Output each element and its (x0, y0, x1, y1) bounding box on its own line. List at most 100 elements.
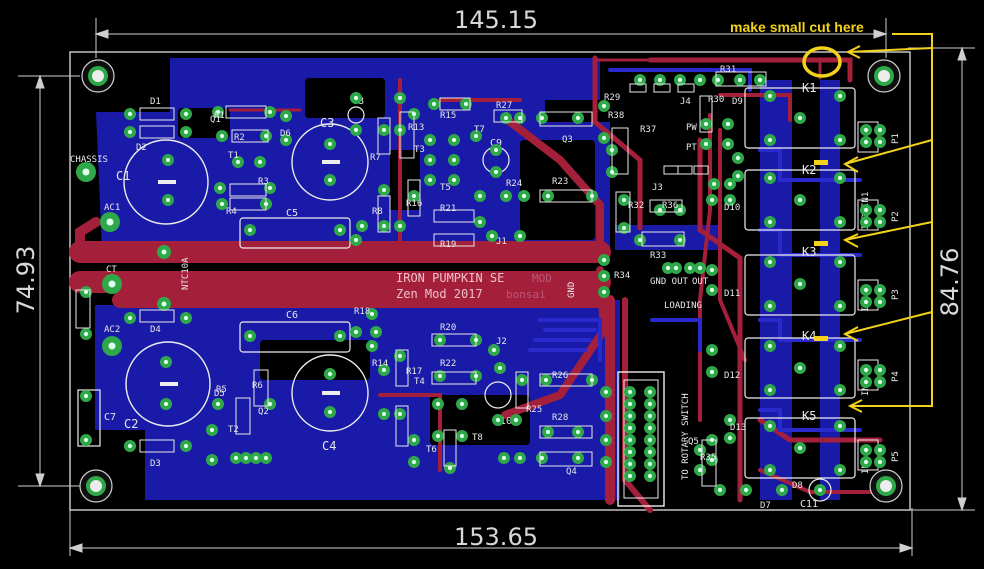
component-body (699, 95, 713, 133)
component-body (649, 199, 683, 213)
pad-hole (687, 265, 693, 271)
cut-annotation: make small cut here (730, 19, 933, 413)
pad-hole (637, 237, 643, 243)
pad-hole (703, 141, 709, 147)
pad-hole (435, 401, 441, 407)
pad-hole (397, 95, 403, 101)
transistor-label-t5: T5 (440, 183, 451, 193)
pad-hole (411, 193, 417, 199)
pad-hole (381, 187, 387, 193)
pad-hole (353, 127, 359, 133)
component-body (493, 109, 523, 123)
relay-label-k1: K1 (802, 81, 816, 95)
pad-hole (837, 175, 843, 181)
cap-label-c9: C9 (490, 138, 502, 149)
relay-labels: K1 K2 K3 K4 K5 (802, 81, 816, 423)
mounting-holes (79, 59, 903, 503)
out-label: OUT (692, 277, 709, 287)
component-body (395, 405, 409, 447)
pad-hole (877, 447, 883, 453)
pad-hole (539, 455, 545, 461)
pad-hole (627, 425, 633, 431)
relay-label-k4: K4 (802, 329, 816, 343)
pad-hole (779, 487, 785, 493)
component-body (377, 195, 391, 233)
component-body (663, 165, 679, 175)
resistor-label-r16: R16 (406, 199, 422, 209)
pad-hole (267, 185, 273, 191)
component-body (75, 289, 91, 329)
component-body (653, 83, 671, 93)
pad-hole (397, 353, 403, 359)
q-label-q4: Q4 (566, 467, 577, 477)
pad-hole (543, 377, 549, 383)
component-body (139, 125, 175, 139)
pad-hole (427, 177, 433, 183)
pad-hole (627, 449, 633, 455)
resistor-label-r17: R17 (406, 367, 422, 377)
mounting-hole (869, 469, 903, 503)
component-labels: R1 R2 R3 R4 R5 R6 R7 R8 R13 R14 R15 R16 … (136, 65, 803, 511)
board-text-labels: CHASSIS AC1 AC2 CT NTC10A GND GND OUT OU… (70, 123, 709, 480)
pad-hole (757, 77, 763, 83)
pad-hole (603, 437, 609, 443)
pad-hole (601, 273, 607, 279)
pad-hole (183, 315, 189, 321)
pad-hole (451, 157, 457, 163)
pad-hole (513, 417, 519, 423)
component-body (231, 129, 269, 143)
resistor-label-r25: R25 (526, 405, 542, 415)
ac1-label: AC1 (104, 203, 120, 213)
pad-hole (491, 347, 497, 353)
component-body (701, 439, 717, 487)
transistor-label-t2: T2 (228, 425, 239, 435)
pad-hole (411, 459, 417, 465)
resistor-label-r20: R20 (440, 323, 456, 333)
pad-hole (797, 115, 803, 121)
pad-hole (517, 115, 523, 121)
pad-hole (397, 223, 403, 229)
component-body (229, 183, 267, 197)
cap-label-c6: C6 (286, 310, 298, 321)
pad-hole (767, 343, 773, 349)
pad-hole (373, 329, 379, 335)
pad-hole (863, 139, 869, 145)
pad-hole (233, 455, 239, 461)
component-body (139, 439, 175, 453)
pad-hole (183, 443, 189, 449)
pad-hole (627, 401, 633, 407)
pad-hole (647, 425, 653, 431)
pad-hole (521, 193, 527, 199)
transistor-label-t8: T8 (472, 433, 483, 443)
resistor-label-r13: R13 (408, 123, 424, 133)
pad-hole (267, 401, 273, 407)
component-body (399, 111, 415, 159)
relay-label-k3: K3 (802, 245, 816, 259)
pad-hole (539, 115, 545, 121)
component-body (433, 233, 475, 247)
resistor-label-r34: R34 (614, 271, 630, 281)
component-body (539, 189, 593, 203)
pad-hole (127, 129, 133, 135)
pad-hole (337, 333, 343, 339)
pad-hole (247, 333, 253, 339)
transistor-label-t1: T1 (228, 151, 239, 161)
pad-hole (877, 459, 883, 465)
pad-hole (709, 267, 715, 273)
pad-hole (219, 201, 225, 207)
pad-hole (327, 177, 333, 183)
resistor-label-r32: R32 (628, 201, 644, 211)
resistor-label-r5: R5 (216, 385, 227, 395)
pad-hole (82, 168, 90, 176)
q-label-q5: Q5 (688, 437, 699, 447)
pad-hole (709, 347, 715, 353)
diode-label-d4: D4 (150, 325, 161, 335)
pad-hole (183, 111, 189, 117)
pad-hole (715, 77, 721, 83)
q-label-q1: Q1 (210, 115, 221, 125)
pad-hole (837, 387, 843, 393)
chassis-label: CHASSIS (70, 155, 108, 165)
pad-hole (627, 437, 633, 443)
component-body (439, 97, 471, 111)
